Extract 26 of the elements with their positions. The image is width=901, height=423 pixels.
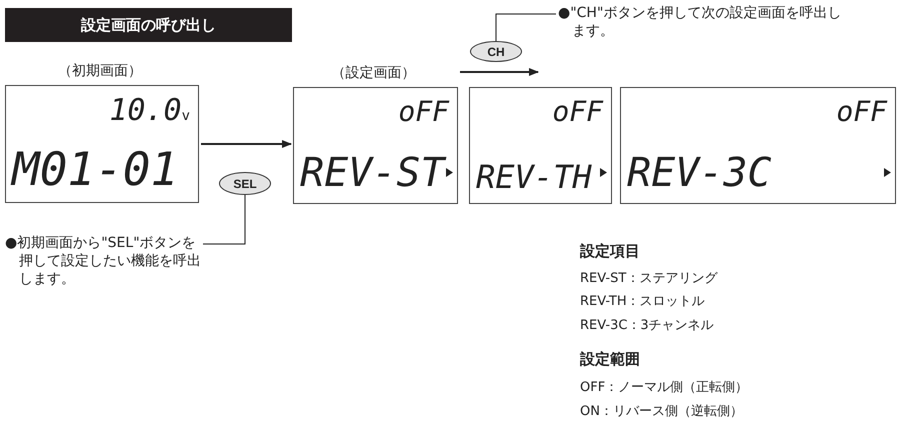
lcd-screen bbox=[469, 87, 612, 204]
setting-item-text: REV-3C：3チャンネル bbox=[580, 317, 714, 334]
display-text: REV-ST bbox=[300, 153, 444, 193]
note-text: ●"CH"ボタンを押して次の設定画面を呼出します。 bbox=[558, 4, 848, 40]
display-value: oFF bbox=[552, 98, 603, 126]
setting-item-text: REV-ST：ステアリング bbox=[580, 270, 718, 287]
arrow bbox=[201, 140, 292, 148]
section-heading: 設定項目 bbox=[580, 242, 640, 261]
leader-line bbox=[496, 14, 556, 42]
setting-item-text: REV-TH：スロットル bbox=[580, 293, 705, 310]
setting-item-text: ON：リバース側（逆転側） bbox=[580, 403, 743, 420]
display-value: oFF bbox=[836, 98, 887, 126]
display-value: oFF bbox=[398, 98, 449, 126]
display-text: M01-01 bbox=[12, 146, 178, 192]
button-key: CH bbox=[470, 41, 522, 62]
button-key: SEL bbox=[219, 172, 271, 195]
screen-caption: （初期画面） bbox=[58, 62, 142, 80]
display-text: REV-TH bbox=[476, 161, 592, 193]
leader-line bbox=[202, 194, 246, 244]
display-text: REV-3C bbox=[627, 153, 772, 193]
screen-caption: （設定画面） bbox=[332, 64, 416, 82]
section-heading: 設定画面の呼び出し bbox=[5, 8, 292, 42]
section-heading: 設定範囲 bbox=[580, 350, 640, 369]
lcd-screen bbox=[620, 87, 896, 204]
note-text: ●初期画面から"SEL"ボタンを押して設定したい機能を呼出します。 bbox=[5, 234, 201, 288]
setting-item-text: OFF：ノーマル側（正転側） bbox=[580, 379, 748, 396]
